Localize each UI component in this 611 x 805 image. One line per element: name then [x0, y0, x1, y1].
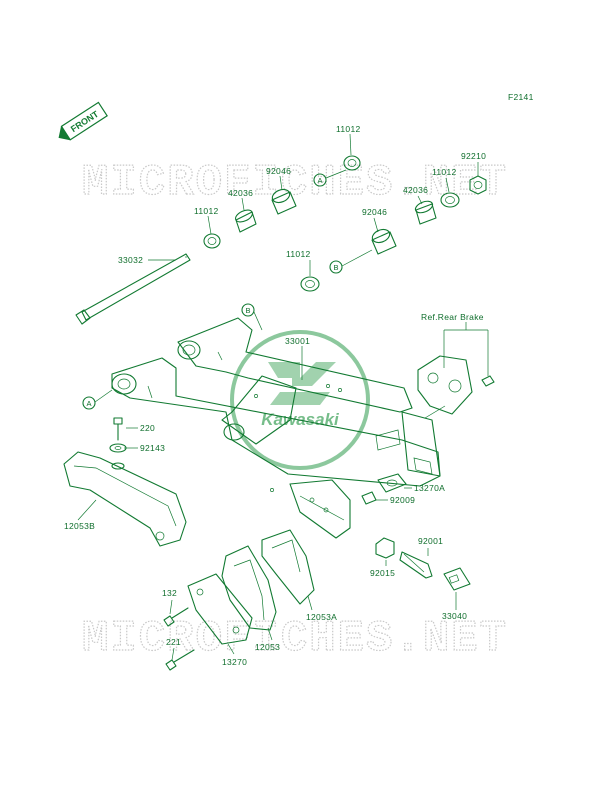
label-221: 221: [166, 637, 181, 647]
watermark-bottom: MICROFICHES.NET: [82, 614, 508, 664]
label-92046-top: 92046: [266, 166, 291, 176]
washer-92143: [109, 443, 127, 470]
label-11012-left: 11012: [194, 206, 219, 216]
svg-text:A: A: [86, 399, 91, 408]
leader-lines: [77, 133, 489, 661]
chain-adjuster-13270A: [377, 473, 407, 493]
bushing-11012-left: [203, 233, 221, 249]
swingarm-33001: [111, 317, 441, 539]
label-13270: 13270: [222, 657, 247, 667]
guide-plate-13270: [187, 573, 253, 645]
callout-b-mid: B: [329, 260, 343, 274]
bolt-221: [165, 649, 195, 671]
label-12053: 12053: [255, 642, 280, 652]
bushing-11012-right: [440, 192, 460, 208]
label-92143: 92143: [140, 443, 165, 453]
nut-92015: [375, 537, 395, 559]
front-arrow-icon: FRONT: [58, 101, 108, 141]
label-13270A: 13270A: [414, 483, 445, 493]
label-220: 220: [140, 423, 155, 433]
collar-92046-mid: [371, 228, 397, 255]
label-11012-top: 11012: [336, 124, 361, 134]
chain-guide-12053A: [261, 529, 315, 605]
diagram-code: F2141: [508, 92, 534, 102]
label-12053B: 12053B: [64, 521, 95, 531]
label-33040: 33040: [442, 611, 467, 621]
collar-42036-right: [414, 200, 437, 225]
label-33032: 33032: [118, 255, 143, 265]
bolt-92009: [361, 491, 377, 505]
label-12053A: 12053A: [306, 612, 337, 622]
callout-b-swingarm: B: [241, 303, 255, 317]
bushing-11012-top: [343, 155, 361, 171]
callout-a-top: A: [313, 173, 327, 187]
bolt-220: [113, 417, 123, 441]
label-ref-rear-brake: Ref.Rear Brake: [421, 312, 484, 322]
chain-slipper-12053B: [63, 451, 187, 547]
label-92046-mid: 92046: [362, 207, 387, 217]
svg-text:B: B: [245, 306, 250, 315]
pivot-shaft-33032: [75, 253, 191, 325]
label-92001: 92001: [418, 536, 443, 546]
label-42036-right: 42036: [403, 185, 428, 195]
collar-42036-left: [235, 209, 257, 233]
svg-text:A: A: [317, 176, 322, 185]
clip-33040: [443, 567, 471, 591]
label-42036-left: 42036: [228, 188, 253, 198]
callout-a-swingarm: A: [82, 396, 96, 410]
label-92210: 92210: [461, 151, 486, 161]
bolt-132: [163, 607, 189, 627]
label-11012-right: 11012: [432, 167, 457, 177]
label-92015: 92015: [370, 568, 395, 578]
bolt-92001: [399, 551, 433, 579]
collar-92046-top: [271, 188, 297, 215]
label-132: 132: [162, 588, 177, 598]
label-11012-mid: 11012: [286, 249, 311, 259]
label-33001: 33001: [285, 336, 310, 346]
svg-text:B: B: [333, 263, 338, 272]
rear-brake-bracket: [417, 355, 495, 419]
bushing-11012-mid: [300, 276, 320, 292]
label-92009: 92009: [390, 495, 415, 505]
watermark-top: MICROFICHES.NET: [82, 158, 508, 208]
